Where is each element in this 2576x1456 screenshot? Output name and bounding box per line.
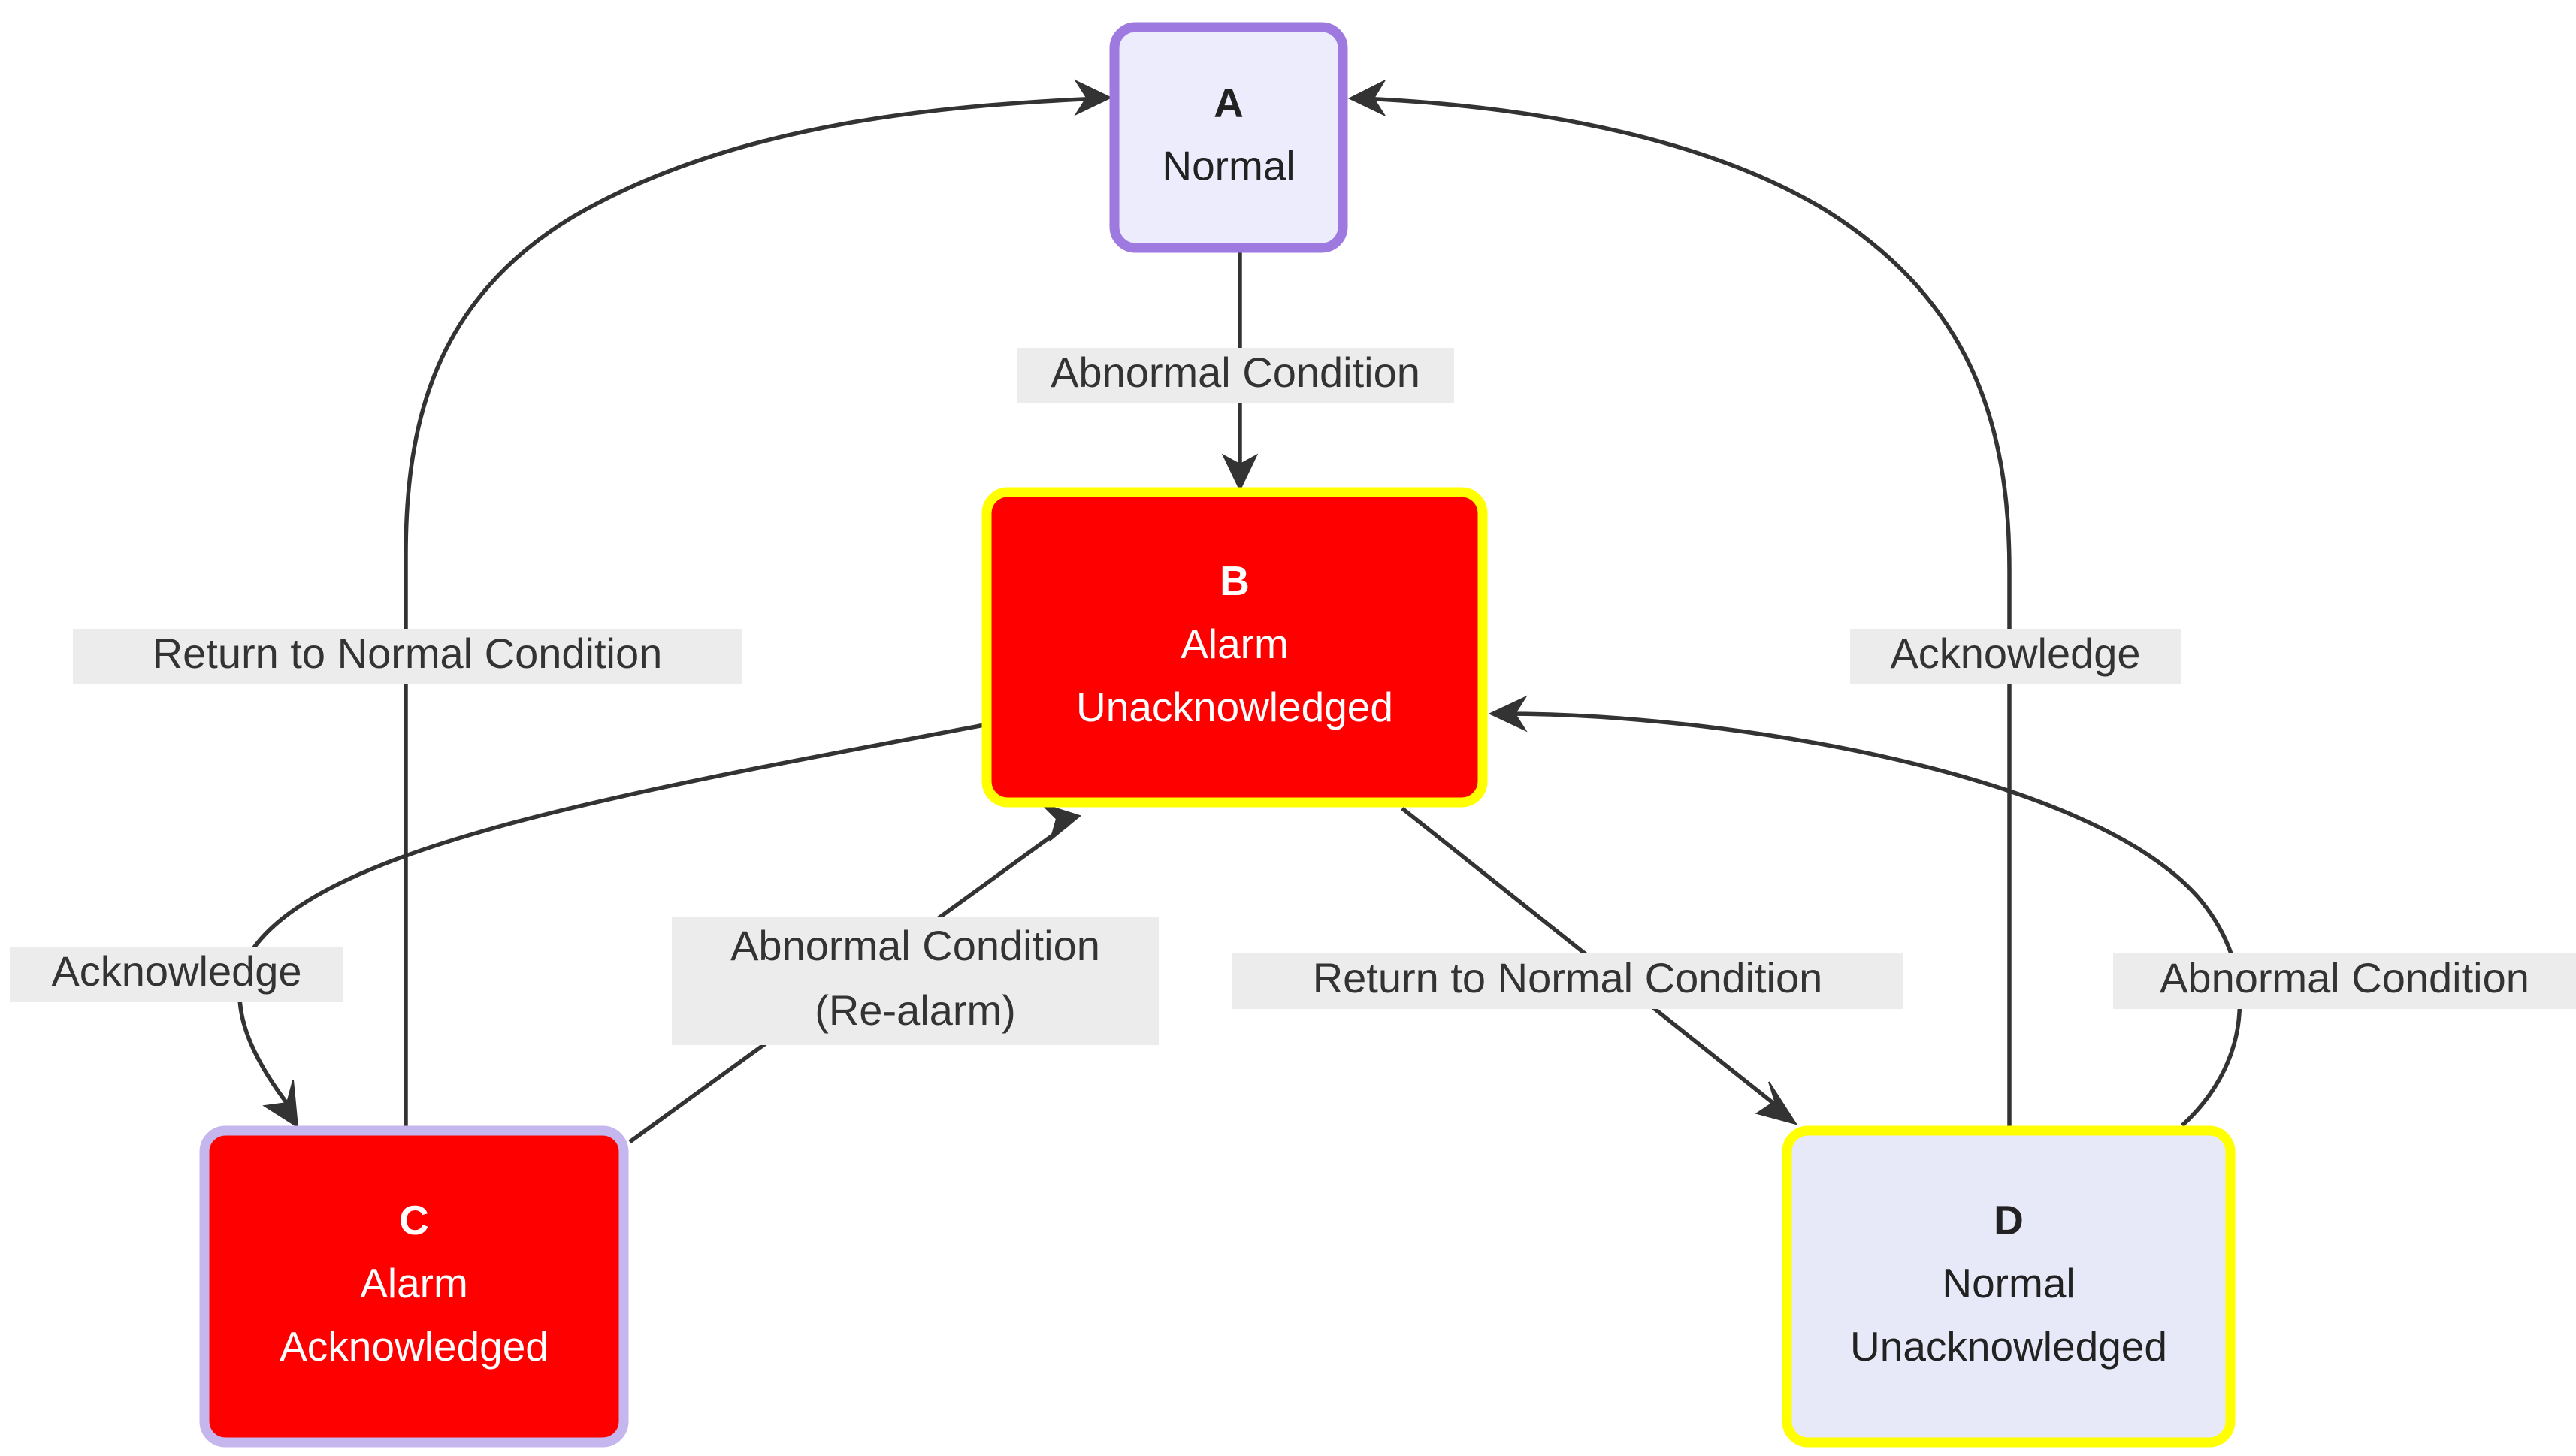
edge-label-d-to-a: Acknowledge bbox=[1850, 629, 2181, 684]
edge-label-d-to-a-line-0: Acknowledge bbox=[1890, 630, 2140, 677]
edge-a-to-b-arrowhead bbox=[1221, 453, 1259, 492]
edge-d-to-b-path bbox=[1502, 711, 2242, 1128]
state-node-c-title: C bbox=[399, 1197, 429, 1243]
edge-label-a-to-b-background bbox=[1017, 348, 1454, 403]
edge-c-to-a-arrowhead bbox=[1074, 79, 1113, 116]
state-node-c-line-0: Alarm bbox=[360, 1260, 468, 1306]
edge-label-b-to-d: Return to Normal Condition bbox=[1232, 953, 1903, 1009]
edge-labels-layer: Abnormal Condition Acknowledge Return to… bbox=[10, 348, 2576, 1045]
edge-label-a-to-b-line-0: Abnormal Condition bbox=[1051, 349, 1420, 396]
edge-label-c-to-a-background bbox=[73, 629, 742, 684]
state-node-d-title: D bbox=[1994, 1197, 2024, 1243]
edge-label-c-to-a-line-0: Return to Normal Condition bbox=[153, 630, 663, 677]
edge-c-to-a[interactable] bbox=[404, 79, 1113, 1128]
edge-label-b-to-c-line-0: Acknowledge bbox=[51, 947, 301, 995]
edge-label-c-to-b-line-1: (Re-alarm) bbox=[815, 986, 1016, 1034]
state-node-a-line-0: Normal bbox=[1162, 143, 1295, 189]
state-node-b-title: B bbox=[1220, 557, 1250, 604]
edge-c-to-a-path bbox=[404, 96, 1099, 1128]
state-node-b-line-0: Alarm bbox=[1181, 621, 1289, 667]
state-node-a-box[interactable] bbox=[1109, 22, 1348, 253]
edge-b-to-d-arrowhead bbox=[1755, 1081, 1798, 1125]
state-node-c[interactable]: C Alarm Acknowledged bbox=[199, 1125, 629, 1448]
edge-label-b-to-c: Acknowledge bbox=[10, 947, 343, 1002]
edge-d-to-b[interactable] bbox=[1488, 695, 2242, 1128]
edge-label-d-to-a-background bbox=[1850, 629, 2181, 684]
state-node-d[interactable]: D Normal Unacknowledged bbox=[1782, 1125, 2236, 1448]
edge-d-to-b-arrowhead bbox=[1488, 695, 1528, 733]
edge-label-c-to-b: Abnormal Condition (Re-alarm) bbox=[672, 917, 1159, 1045]
edge-d-to-a-path bbox=[1361, 96, 2012, 1127]
edge-label-c-to-b-background bbox=[672, 917, 1159, 1045]
edge-b-to-c-path bbox=[237, 723, 985, 1106]
edge-label-c-to-b-line-0: Abnormal Condition bbox=[730, 922, 1100, 969]
edge-label-c-to-a: Return to Normal Condition bbox=[73, 629, 742, 684]
edge-label-d-to-b-line-0: Abnormal Condition bbox=[2160, 954, 2529, 1001]
edge-c-to-b-arrowhead bbox=[1041, 803, 1082, 842]
state-node-d-box[interactable] bbox=[1782, 1125, 2236, 1448]
edges-layer bbox=[237, 79, 2242, 1144]
edge-d-to-a-arrowhead bbox=[1347, 79, 1386, 117]
edge-label-b-to-d-background bbox=[1232, 953, 1903, 1009]
nodes-layer: A Normal B Alarm Unacknowledged C Alarm … bbox=[199, 22, 2236, 1448]
edge-label-b-to-d-line-0: Return to Normal Condition bbox=[1313, 954, 1823, 1001]
state-node-b-line-1: Unacknowledged bbox=[1076, 684, 1393, 730]
edge-d-to-a[interactable] bbox=[1347, 79, 2012, 1127]
edge-label-a-to-b: Abnormal Condition bbox=[1017, 348, 1454, 403]
edge-b-to-c[interactable] bbox=[237, 723, 985, 1128]
state-node-a-title: A bbox=[1214, 80, 1244, 126]
state-node-c-box[interactable] bbox=[199, 1125, 629, 1448]
edge-label-b-to-c-background bbox=[10, 947, 343, 1002]
state-node-d-line-0: Normal bbox=[1942, 1260, 2075, 1306]
state-node-b-box[interactable] bbox=[981, 487, 1488, 808]
state-node-d-line-1: Unacknowledged bbox=[1850, 1323, 2167, 1370]
edge-b-to-c-arrowhead bbox=[262, 1080, 299, 1128]
edge-label-d-to-b: Abnormal Condition bbox=[2113, 953, 2576, 1009]
edge-label-d-to-b-background bbox=[2113, 953, 2576, 1009]
state-node-b[interactable]: B Alarm Unacknowledged bbox=[981, 487, 1488, 808]
state-node-c-line-1: Acknowledged bbox=[280, 1323, 549, 1370]
state-node-a[interactable]: A Normal bbox=[1109, 22, 1348, 253]
